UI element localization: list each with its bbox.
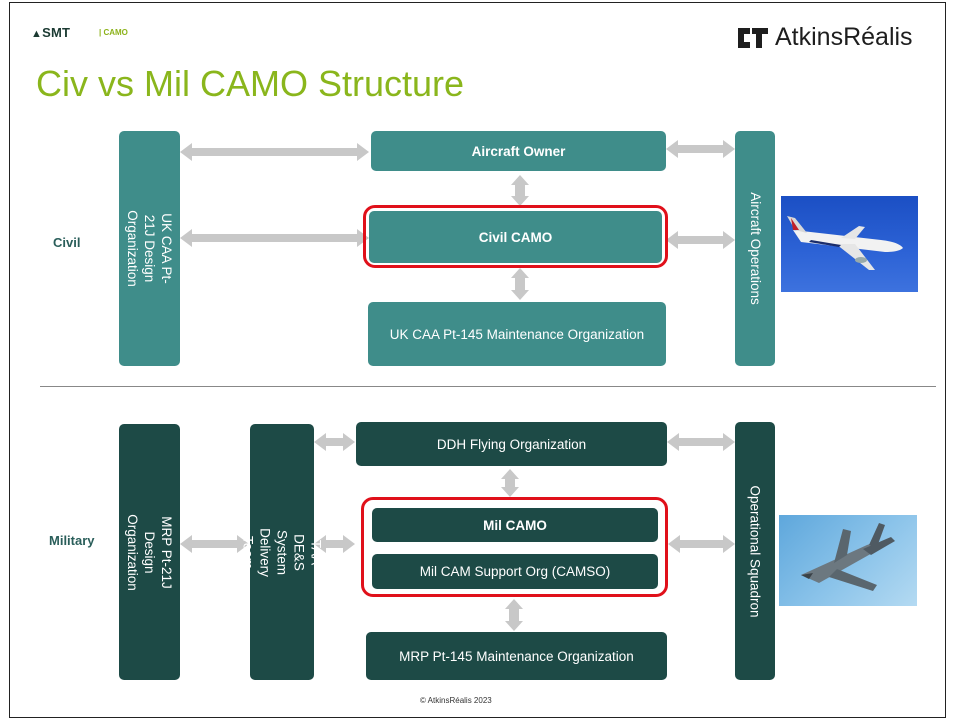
- double-arrow-icon: [501, 469, 519, 497]
- civil-camo-highlight: [363, 205, 668, 268]
- connector-arrows: [180, 140, 735, 631]
- airliner-icon: [787, 216, 903, 270]
- double-arrow-icon: [505, 599, 523, 631]
- civil-maintenance-box: UK CAA Pt-145 Maintenance Organization: [368, 302, 666, 366]
- double-arrow-icon: [666, 140, 735, 158]
- aircraft-operations-box: Aircraft Operations: [735, 131, 775, 366]
- company-logo: AtkinsRéalis: [736, 23, 913, 52]
- slide: ▲SMT | CAMO AtkinsRéalis Civ vs Mil CAMO…: [9, 2, 946, 718]
- mil-camo-highlight: [361, 497, 668, 597]
- camo-tag: | CAMO: [99, 28, 128, 37]
- mil-design-org-label: MRP Pt-21J Design Organization: [125, 513, 174, 591]
- double-arrow-icon: [180, 535, 249, 553]
- camso-box: Mil CAM Support Org (CAMSO): [372, 554, 658, 589]
- aircraft-owner-box: Aircraft Owner: [371, 131, 666, 171]
- military-label: Military: [49, 533, 95, 548]
- page-title: Civ vs Mil CAMO Structure: [36, 63, 465, 104]
- civil-arrows: [180, 140, 735, 300]
- atkins-logo-icon: [738, 27, 768, 48]
- taa-box: TAA DE&S System Delivery Team: [241, 424, 324, 680]
- operational-squadron-box: Operational Squadron: [735, 422, 775, 680]
- double-arrow-icon: [314, 433, 355, 451]
- double-arrow-icon: [667, 433, 735, 451]
- double-arrow-icon: [180, 229, 369, 247]
- operational-squadron-label: Operational Squadron: [747, 484, 763, 618]
- civil-camo-box: Civil CAMO: [369, 211, 662, 263]
- mil-maintenance-box: MRP Pt-145 Maintenance Organization: [366, 632, 667, 680]
- mil-design-org-box: MRP Pt-21J Design Organization: [119, 424, 180, 680]
- mil-camo-box: Mil CAMO: [372, 508, 658, 542]
- triangle-icon: ▲: [31, 28, 43, 40]
- double-arrow-icon: [314, 535, 355, 553]
- civil-aircraft-photo: [781, 196, 918, 292]
- section-divider: [40, 386, 936, 387]
- civil-design-org-box: UK CAA Pt-21J Design Organization: [119, 131, 180, 366]
- fighter-jet-icon: [801, 523, 895, 591]
- double-arrow-icon: [668, 535, 735, 553]
- ddh-flying-org-box: DDH Flying Organization: [356, 422, 667, 466]
- aircraft-operations-label: Aircraft Operations: [747, 192, 763, 305]
- company-name: AtkinsRéalis: [775, 23, 913, 51]
- double-arrow-icon: [180, 143, 369, 161]
- taa-label: TAA DE&S System Delivery Team: [240, 527, 324, 577]
- military-arrows: [180, 433, 735, 631]
- civil-label: Civil: [53, 235, 81, 250]
- double-arrow-icon: [511, 175, 529, 206]
- civil-design-org-label: UK CAA Pt-21J Design Organization: [125, 210, 175, 287]
- military-jet-photo: [779, 515, 917, 606]
- double-arrow-icon: [666, 231, 735, 249]
- copyright-footer: © AtkinsRéalis 2023: [420, 696, 492, 705]
- smt-brand: ▲SMT: [31, 25, 71, 40]
- double-arrow-icon: [511, 268, 529, 300]
